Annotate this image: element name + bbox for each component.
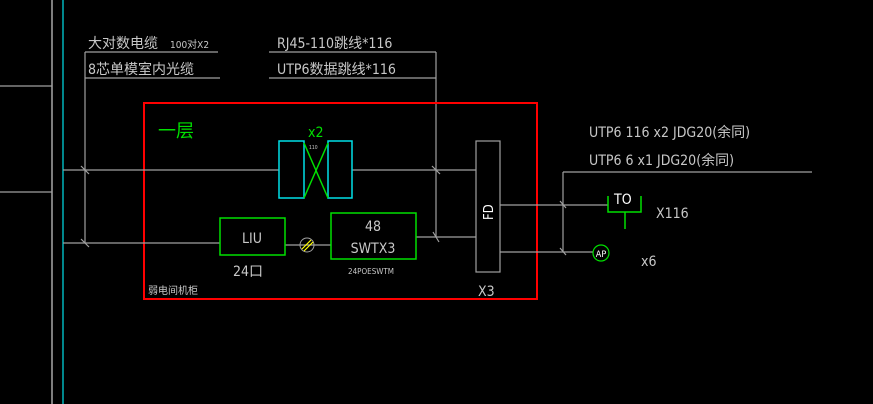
tick-mark — [80, 238, 90, 248]
ap-count: x6 — [641, 254, 656, 270]
cabinet-label: 弱电间机柜 — [148, 284, 198, 297]
patch-panel-left — [278, 140, 305, 199]
fd-box — [475, 140, 501, 273]
switch-sub: 24POESWTM — [348, 267, 394, 276]
floor-label: 一层 — [158, 121, 194, 142]
liu-device[interactable]: LIU — [219, 217, 286, 256]
cross-line — [303, 142, 329, 199]
liu-ports: 24口 — [233, 264, 263, 280]
telecom-outlet-icon[interactable]: TO — [607, 192, 642, 229]
to-count: X116 — [656, 206, 689, 222]
fiber-connector-icon — [299, 237, 315, 253]
ap-label: AP — [596, 250, 607, 260]
cabinet-frame — [143, 102, 538, 300]
cable-b-label: 8芯单模室内光缆 — [88, 61, 194, 78]
switch-ports: 48 — [365, 219, 381, 235]
cable-a-label: 大对数电缆 — [88, 36, 158, 52]
out-line-a-label: UTP6 116 x2 JDG20(余同) — [589, 124, 750, 141]
cable-a-spec: 100对X2 — [170, 38, 209, 51]
jumper-a-label: RJ45-110跳线*116 — [277, 36, 392, 52]
fd-label: FD — [482, 204, 497, 220]
jumper-b-label: UTP6数据跳线*116 — [277, 62, 396, 78]
patch-panel[interactable] — [278, 140, 353, 199]
tick-mark — [559, 200, 567, 209]
liu-label: LIU — [242, 231, 262, 247]
tick-mark — [559, 247, 567, 256]
to-label: TO — [613, 192, 632, 208]
tick-mark — [432, 231, 440, 243]
patch-count: x2 — [308, 125, 323, 141]
fd-count: X3 — [478, 284, 495, 300]
patch-panel-right — [327, 140, 353, 199]
fd-device[interactable]: FD — [475, 140, 501, 273]
tick-mark — [80, 165, 90, 175]
access-point-icon[interactable]: AP — [592, 244, 610, 262]
tick-mark — [431, 165, 441, 175]
patch-type: 110 — [309, 145, 318, 151]
switch-name: SWTX3 — [351, 241, 396, 257]
liu-box — [219, 217, 286, 256]
switch-box — [330, 212, 417, 260]
switch-device[interactable]: 48 SWTX3 — [330, 212, 417, 260]
out-line-b-label: UTP6 6 x1 JDG20(余同) — [589, 152, 734, 169]
